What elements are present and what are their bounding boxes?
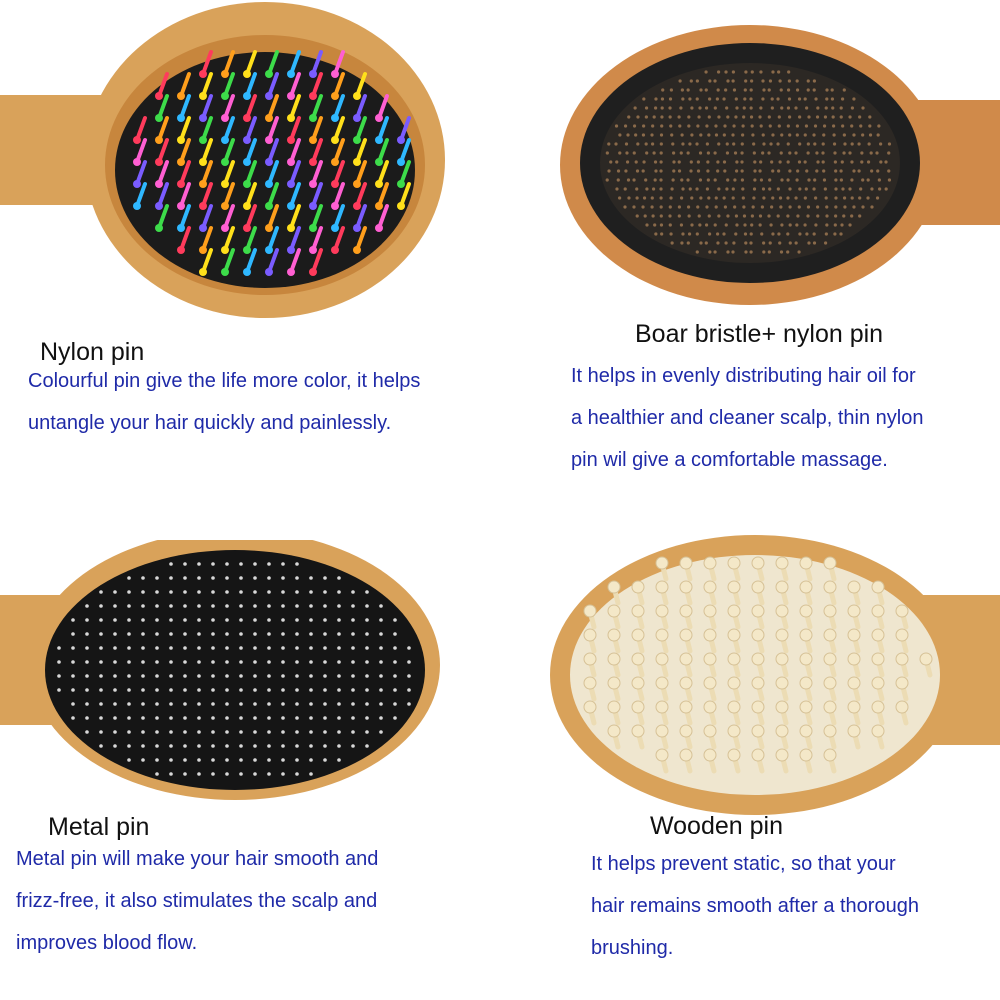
description-line: untangle your hair quickly and painlessl…: [28, 412, 392, 434]
description-line: frizz-free, it also stimulates the scalp…: [16, 890, 378, 912]
section-description: Colourful pin give the life more color, …: [28, 360, 420, 444]
description-line: brushing.: [591, 937, 674, 959]
section-title: Wooden pin: [650, 812, 783, 840]
hairbrush-metal-pin-icon: [0, 540, 450, 810]
description-line: a healthier and cleaner scalp, thin nylo…: [571, 407, 924, 429]
section-description: It helps in evenly distributing hair oil…: [571, 355, 923, 481]
description-line: Colourful pin give the life more color, …: [28, 370, 421, 392]
description-line: pin wil give a comfortable massage.: [571, 449, 888, 471]
section-title: Metal pin: [48, 813, 150, 841]
section-title: Boar bristle+ nylon pin: [635, 320, 884, 348]
description-line: It helps in evenly distributing hair oil…: [571, 365, 916, 387]
section-description: It helps prevent static, so that your ha…: [591, 843, 919, 969]
description-line: Metal pin will make your hair smooth and: [16, 848, 379, 870]
hairbrush-wooden-pin-icon: [540, 525, 1000, 815]
description-line: improves blood flow.: [16, 932, 198, 954]
hairbrush-nylon-pin-icon: [0, 0, 470, 320]
hairbrush-boar-bristle-icon: [545, 15, 1000, 315]
description-line: It helps prevent static, so that your: [591, 853, 896, 875]
description-line: hair remains smooth after a thorough: [591, 895, 919, 917]
section-title: Nylon pin: [40, 338, 145, 366]
section-description: Metal pin will make your hair smooth and…: [16, 838, 378, 964]
